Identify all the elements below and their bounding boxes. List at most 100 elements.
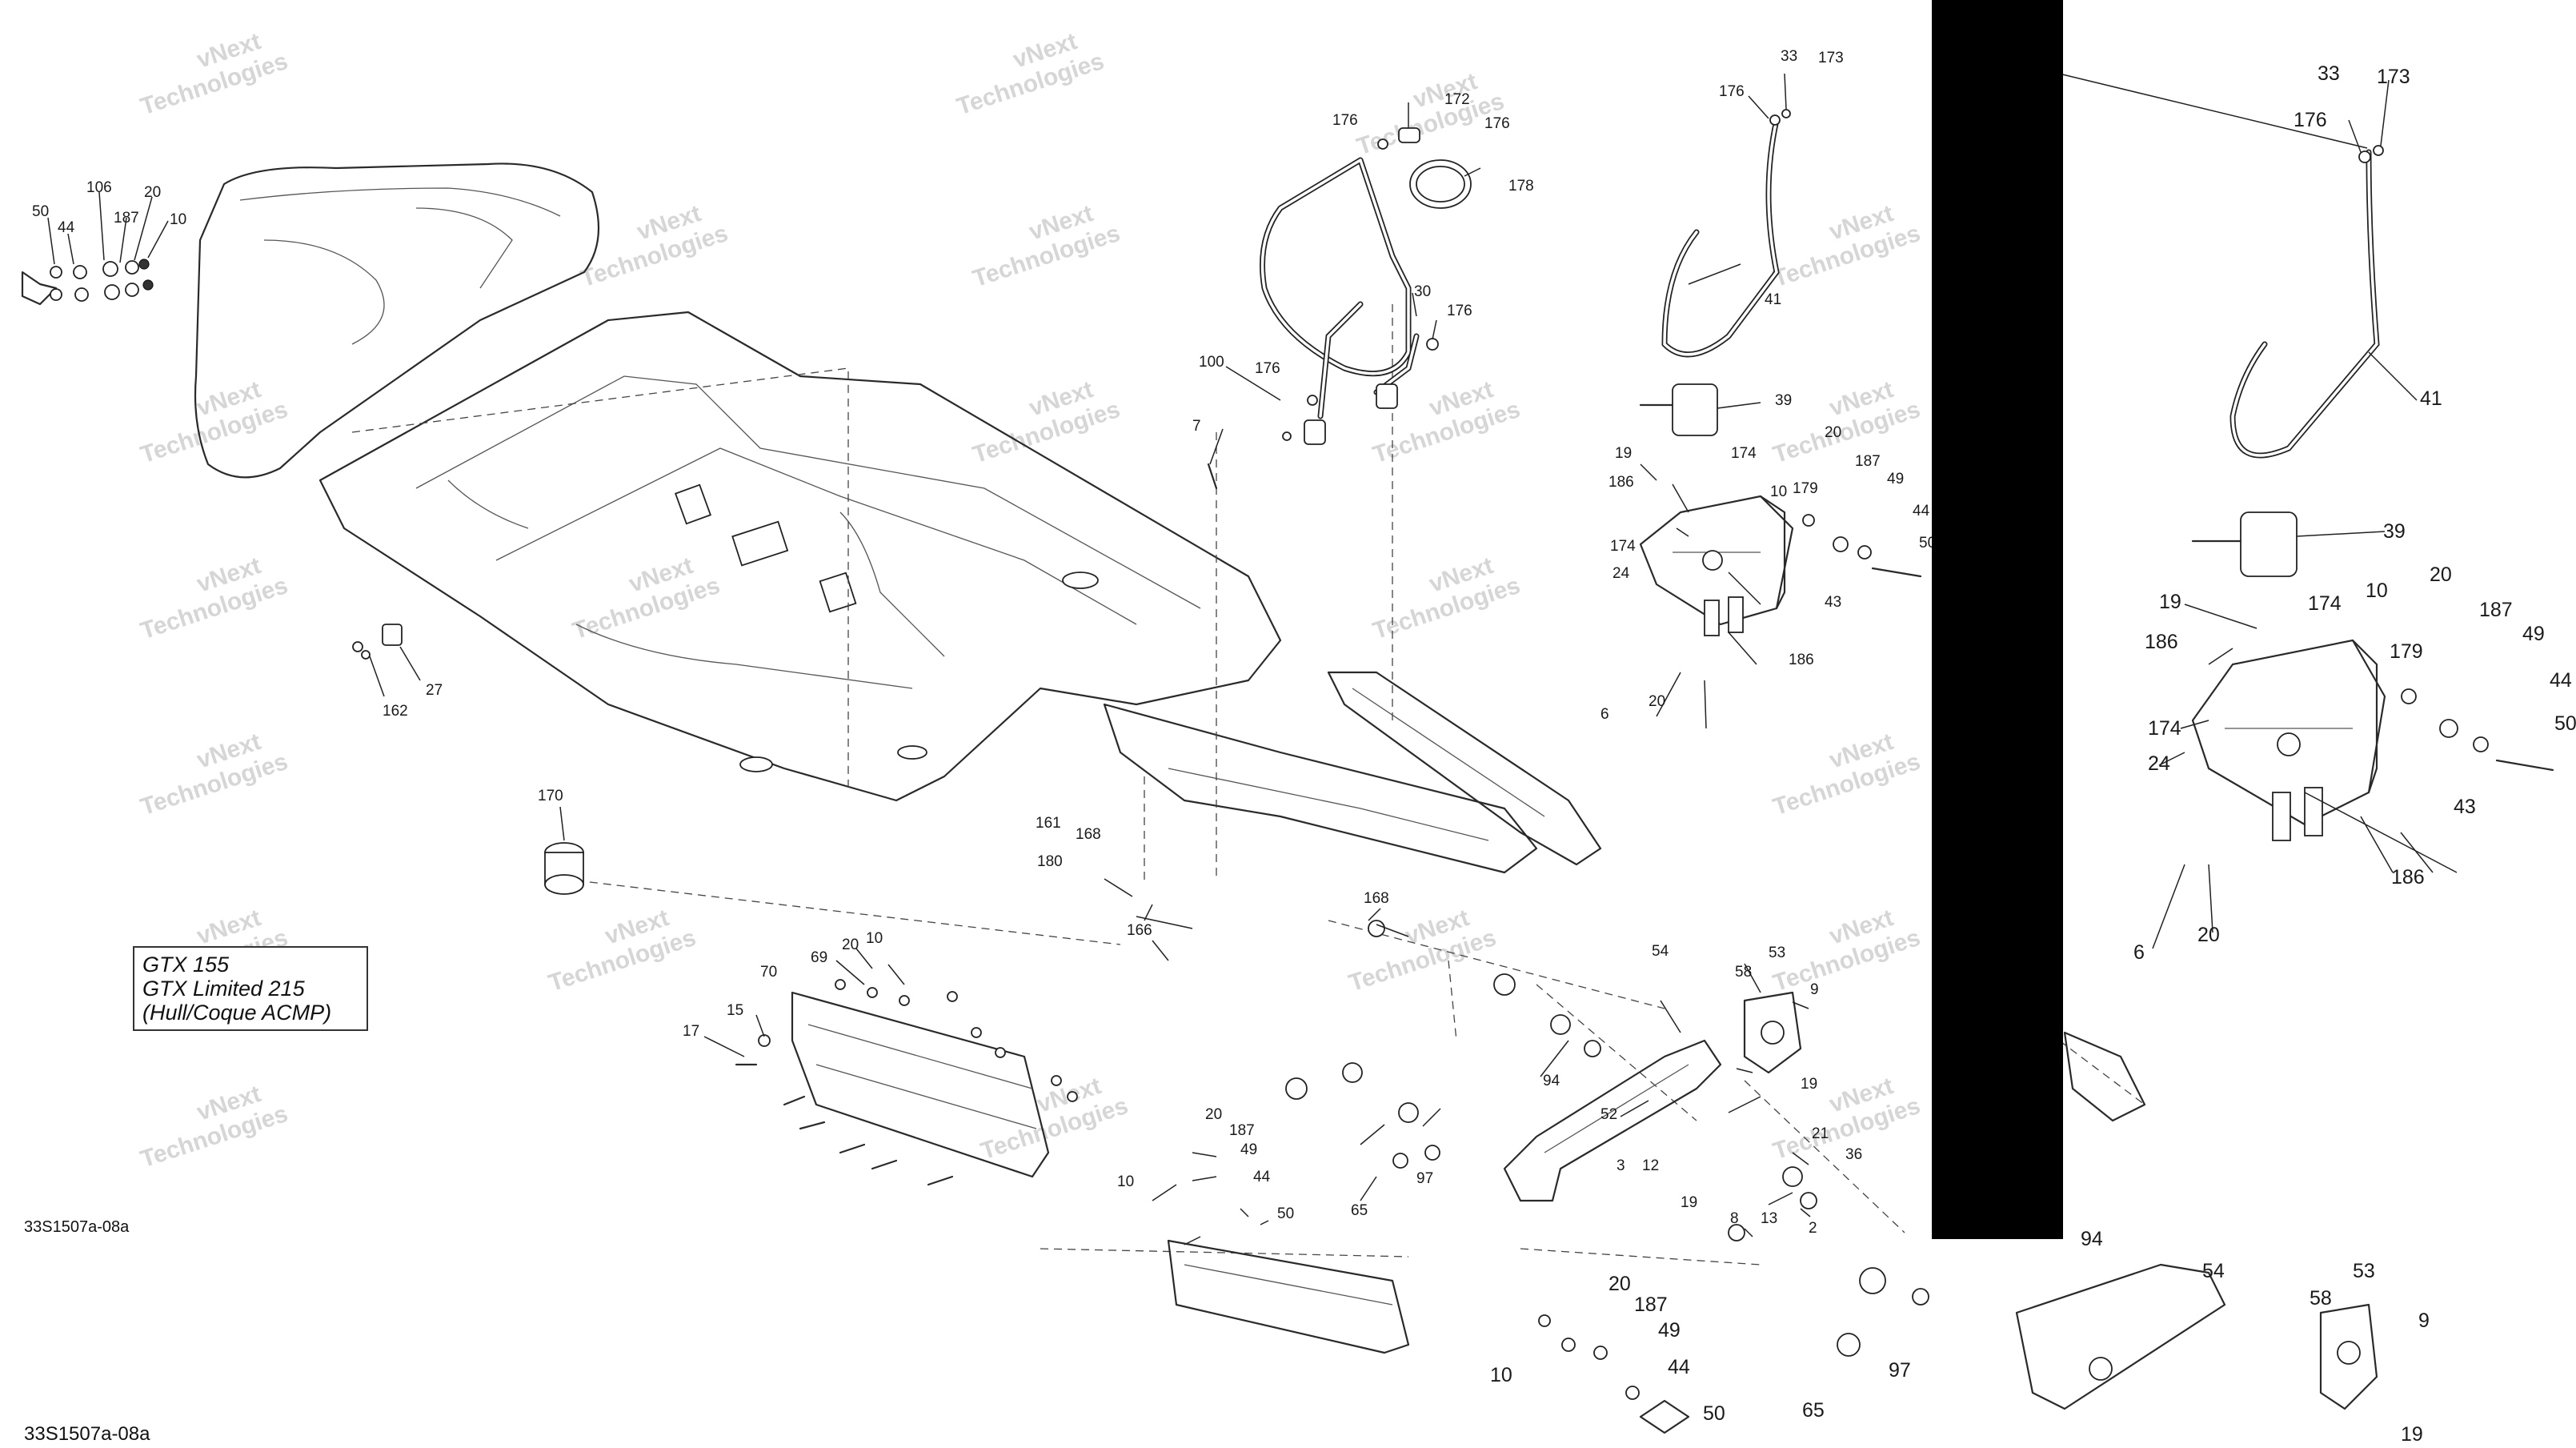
callout-label: 9: [2418, 1310, 2430, 1332]
callout-label: 15: [727, 1002, 743, 1019]
callout-label: 53: [2353, 1260, 2375, 1282]
model-line-3: (Hull/Coque ACMP): [142, 1001, 332, 1025]
leader-lines: [47, 66, 2458, 1245]
model-line-2: GTX Limited 215: [142, 977, 305, 1001]
callout-label: 94: [1543, 1073, 1560, 1089]
callout-label: 176: [2294, 109, 2327, 131]
fuel-module-right: [2191, 511, 2554, 841]
callout-label: 19: [1801, 1076, 1817, 1093]
callout-label: 20: [1608, 1273, 1631, 1295]
model-applicability-box: GTX 155 GTX Limited 215 (Hull/Coque ACMP…: [133, 946, 368, 1031]
callout-label: 9: [1810, 981, 1819, 998]
callout-label: 179: [2390, 640, 2423, 663]
callout-label: 53: [1769, 945, 1785, 961]
callout-label: 49: [1658, 1319, 1681, 1342]
callout-label: 173: [2377, 66, 2410, 88]
callout-label: 7: [1192, 418, 1201, 435]
callout-label: 187: [1229, 1122, 1255, 1139]
model-line-1: GTX 155: [142, 953, 230, 977]
callout-label: 52: [1600, 1106, 1617, 1123]
hardware-stack-top-left: [21, 259, 154, 306]
bushing-170: [544, 842, 584, 895]
callout-label: 36: [1845, 1146, 1862, 1163]
hardware-clip-162-27: [352, 624, 403, 660]
callout-label: 170: [538, 788, 563, 804]
callout-label: 33: [2318, 62, 2340, 85]
callout-label: 6: [2133, 941, 2145, 964]
callout-label: 100: [1199, 354, 1224, 371]
callout-label: 65: [1802, 1399, 1825, 1422]
callout-label: 174: [2308, 592, 2342, 615]
callout-label: 17: [683, 1023, 699, 1040]
fittings-bottom: [1538, 1263, 2378, 1434]
callout-label: 19: [1615, 445, 1632, 462]
callout-label: 20: [144, 184, 161, 201]
callout-label: 41: [2420, 387, 2442, 410]
callout-label: 176: [1255, 360, 1280, 377]
callout-label: 44: [1668, 1356, 1690, 1378]
callout-label: 27: [426, 682, 443, 699]
callout-label: 24: [2148, 752, 2170, 775]
callout-label: 20: [2430, 564, 2452, 586]
callout-label: 168: [1076, 826, 1101, 843]
callout-label: 166: [1127, 922, 1152, 939]
callout-label: 176: [1719, 83, 1745, 100]
callout-label: 44: [58, 219, 75, 236]
callout-label: 186: [2145, 631, 2178, 653]
callout-label: 186: [2391, 866, 2425, 888]
callout-label: 20: [1649, 693, 1665, 710]
callout-label: 172: [1444, 91, 1470, 108]
grille-right-edge: [2063, 1031, 2146, 1122]
callout-label: 20: [2197, 924, 2220, 946]
redaction-bar: [1932, 0, 2063, 1239]
fuel-module-left: [1639, 383, 1922, 636]
callout-label: 19: [2159, 591, 2181, 613]
callout-label: 3: [1617, 1157, 1625, 1174]
callout-label: 39: [1775, 392, 1792, 409]
cable-41-right: [2229, 145, 2384, 459]
drawing-reference-code: 33S1507a-08a: [24, 1218, 130, 1236]
callout-label: 2: [1809, 1220, 1817, 1237]
callout-label: 162: [383, 703, 408, 720]
hose-assembly: [1207, 127, 1472, 490]
callout-label: 43: [2454, 796, 2476, 818]
callout-label: 50: [1703, 1402, 1725, 1425]
callout-label: 70: [760, 964, 777, 981]
callout-labels: 50 44 106 20 187 10 162 27 170 176 172 1…: [32, 48, 2576, 1446]
callout-label: 41: [1765, 291, 1781, 308]
callout-label: 187: [1634, 1294, 1668, 1316]
callout-label: 13: [1761, 1210, 1777, 1227]
callout-label: 10: [1117, 1173, 1134, 1190]
cable-41-left: [1661, 109, 1791, 358]
callout-label: 10: [170, 211, 186, 228]
hull-body: [194, 162, 1602, 874]
callout-label: 24: [1613, 565, 1630, 582]
callout-label: 106: [86, 179, 112, 196]
callout-label: 65: [1351, 1202, 1368, 1219]
callout-label: 161: [1036, 815, 1061, 832]
callout-label: 20: [842, 937, 859, 953]
callout-label: 168: [1364, 890, 1389, 907]
callout-label: 58: [2310, 1287, 2332, 1310]
callout-label: 10: [2366, 580, 2388, 602]
callout-label: 54: [2202, 1260, 2225, 1282]
grille-lower: [1167, 1239, 1410, 1354]
callout-label: 186: [1608, 474, 1634, 491]
assembly-lines: [351, 304, 2145, 1265]
callout-label: 176: [1447, 303, 1472, 319]
callout-label: 20: [1825, 424, 1841, 441]
callout-label: 10: [1770, 483, 1787, 500]
callout-label: 174: [2148, 717, 2181, 740]
callout-label: 49: [1887, 471, 1904, 487]
callout-label: 49: [1240, 1141, 1257, 1158]
callout-label: 20: [1205, 1106, 1222, 1123]
callout-label: 10: [866, 930, 883, 947]
callout-label: 187: [1855, 453, 1881, 470]
callout-label: 50: [32, 203, 49, 220]
callout-label: 173: [1818, 50, 1844, 66]
grille-70: [791, 991, 1050, 1178]
handle-54: [1503, 1039, 1722, 1202]
callout-label: 50: [1919, 535, 1936, 552]
fittings-center: [1285, 920, 1817, 1241]
